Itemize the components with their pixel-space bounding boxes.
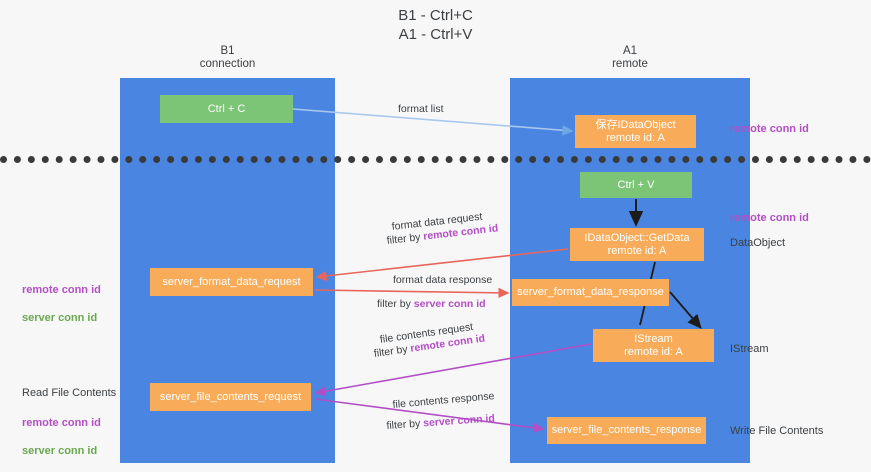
annotation-write-file-contents: Write File Contents — [730, 425, 824, 437]
annotation-server-conn-id-left-2: server conn id — [22, 445, 98, 457]
box-idataobject[interactable]: 保存IDataObject remote id: A — [575, 115, 696, 148]
annotation-remote-conn-id-top: remote conn id — [730, 123, 809, 135]
annotation-conn-ids-lower: remote conn id server conn id — [22, 402, 101, 472]
box-ctrl-v[interactable]: Ctrl + V — [580, 172, 692, 198]
annotation-dataobject: DataObject — [730, 237, 786, 249]
edge-label-file-contents-response: file contents response — [392, 390, 495, 411]
column-header-b1: B1 connection — [199, 45, 256, 70]
box-idataobject-getdata[interactable]: IDataObject::GetData remote id: A — [570, 228, 704, 261]
filter-prefix: filter by — [373, 342, 412, 360]
edge-label-format-data-response-filter: filter by server conn id — [377, 297, 486, 311]
box-server-file-contents-response[interactable]: server_file_contents_response — [547, 417, 706, 444]
box-server-format-data-response[interactable]: server_format_data_response — [512, 279, 669, 306]
annotation-istream: IStream — [730, 343, 769, 355]
filter-prefix: filter by — [377, 298, 414, 310]
box-ctrl-c[interactable]: Ctrl + C — [160, 95, 293, 123]
annotation-read-file-contents: Read File Contents — [22, 387, 117, 399]
annotation-remote-conn-id-left: remote conn id — [22, 284, 101, 296]
annotation-conn-ids-upper: remote conn id server conn id — [22, 269, 101, 339]
annotation-remote-conn-id-mid: remote conn id — [730, 212, 809, 224]
box-server-file-contents-request[interactable]: server_file_contents_request — [150, 383, 311, 411]
annotation-server-conn-id-left: server conn id — [22, 312, 98, 324]
edge-label-format-data-response: format data response — [393, 274, 493, 286]
filter-prefix: filter by — [386, 230, 425, 247]
edge-label-file-contents-response-filter: filter by server conn id — [386, 411, 495, 433]
phase-divider — [0, 156, 871, 163]
diagram-title: B1 - Ctrl+C A1 - Ctrl+V — [398, 7, 473, 43]
box-istream[interactable]: IStream remote id: A — [593, 329, 714, 362]
column-header-a1: A1 remote — [612, 45, 648, 70]
annotation-remote-conn-id-left-2: remote conn id — [22, 417, 101, 429]
arrow-format-data-response — [314, 287, 510, 298]
filter-key-server-conn-id: server conn id — [413, 298, 486, 310]
edge-label-format-list: format list — [398, 103, 444, 115]
filter-key-server-conn-id: server conn id — [422, 412, 496, 430]
box-server-format-data-request[interactable]: server_format_data_request — [150, 268, 313, 296]
filter-prefix: filter by — [386, 417, 424, 432]
